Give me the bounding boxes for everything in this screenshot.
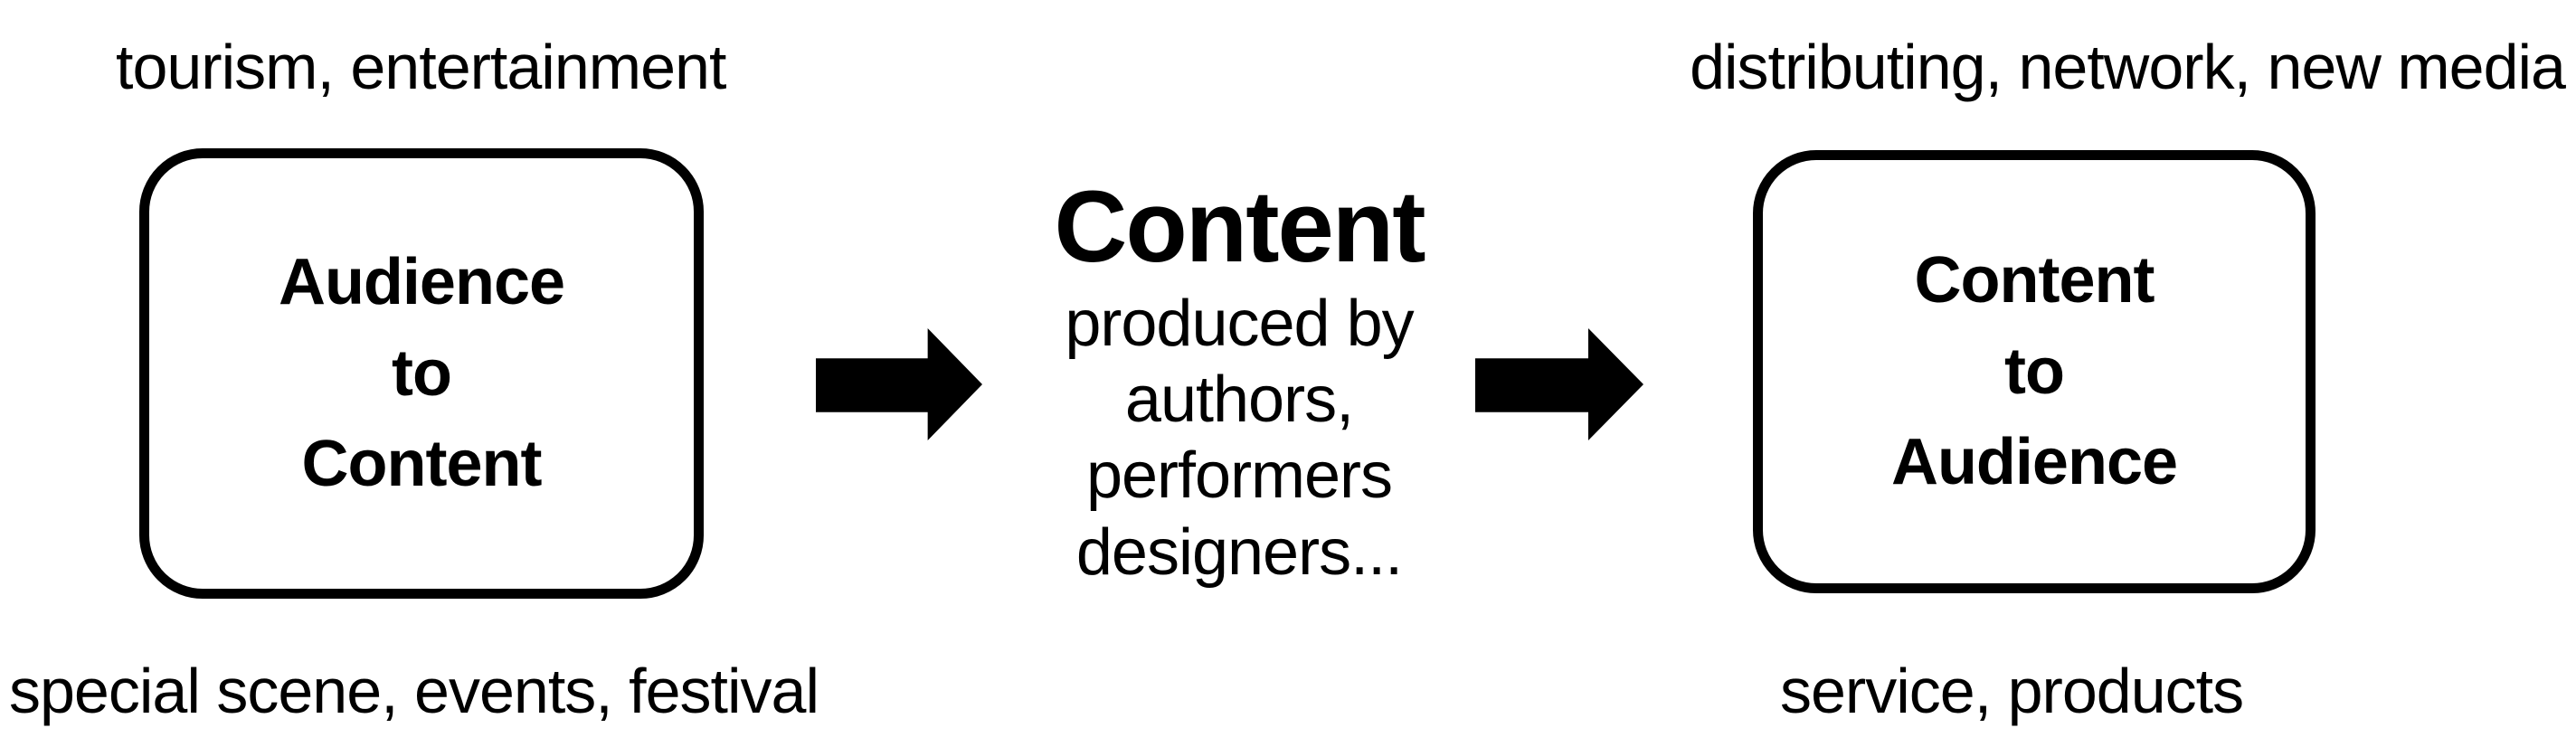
box-line: Audience	[278, 245, 565, 318]
content-title: Content	[1054, 170, 1425, 283]
box-line: Content	[1914, 243, 2155, 317]
content-to-audience-box: Content to Audience	[1753, 150, 2316, 593]
box-line: to	[392, 336, 452, 410]
box-line: to	[2004, 335, 2065, 408]
content-to-audience-text: Content to Audience	[1890, 235, 2178, 508]
content-subline: authors,	[1124, 364, 1354, 437]
content-center-block: Content produced by authors, performers …	[977, 169, 1501, 591]
audience-to-content-box: Audience to Content	[139, 148, 704, 599]
box-line: Audience	[1890, 426, 2178, 499]
content-subline: designers...	[1075, 515, 1403, 589]
content-subline: produced by	[1065, 287, 1414, 360]
label-special-scene-events-festival: special scene, events, festival	[9, 656, 819, 726]
label-tourism-entertainment: tourism, entertainment	[116, 32, 726, 102]
audience-to-content-text: Audience to Content	[278, 237, 565, 510]
content-subline: performers	[1085, 440, 1393, 513]
box-line: Content	[301, 428, 543, 501]
label-distributing-network-new-media: distributing, network, new media	[1690, 32, 2566, 102]
label-service-products: service, products	[1780, 656, 2244, 726]
right-arrow-icon	[816, 328, 982, 440]
